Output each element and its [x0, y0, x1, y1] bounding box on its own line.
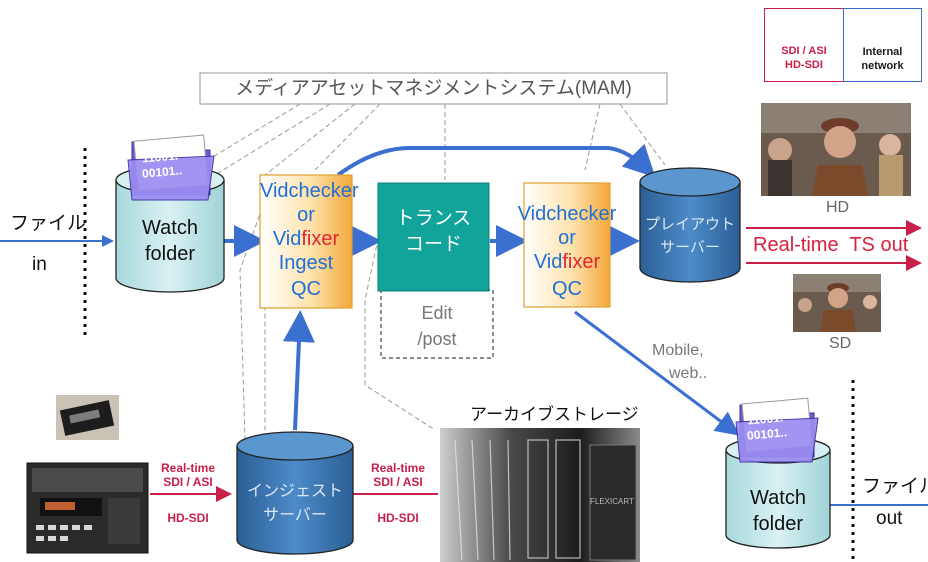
ingest-qc-vid1: Vid — [260, 180, 289, 202]
folder-in-text2: 00101.. — [141, 163, 183, 181]
legend-sdi-line1: SDI / ASI — [781, 45, 827, 57]
transcode-line2: コード — [404, 234, 462, 255]
tape-cassette-photo — [56, 395, 119, 440]
transcode-line1: トランス — [395, 208, 472, 229]
watch-folder-in-line2: folder — [144, 243, 196, 265]
legend: SDI / ASI HD-SDI Internal network — [764, 8, 922, 82]
legend-sdi-line2: HD-SDI — [785, 59, 823, 71]
input-label-line2: in — [32, 254, 47, 275]
ingest-qc-checker: checker — [288, 180, 359, 202]
output-label-line1: ファイル — [862, 476, 928, 497]
legend-network-line2: network — [861, 60, 904, 72]
edit-line2: /post — [417, 329, 457, 349]
edit-post-box — [380, 289, 494, 359]
output-qc-fixer: fixer — [562, 251, 601, 273]
output-qc-line3: Vidfixer — [524, 252, 610, 272]
archive-sign: FLEXICART — [590, 497, 634, 506]
watch-folder-in — [115, 134, 225, 293]
hd-photo — [761, 103, 911, 196]
ingest-qc-line2: or — [297, 204, 315, 226]
ingest-server-line2: サーバー — [263, 507, 327, 524]
hd-label: HD — [826, 199, 850, 216]
link-right-line3: HD-SDI — [377, 511, 419, 525]
output-qc-vid2: Vid — [533, 251, 563, 273]
output-qc-box — [523, 182, 611, 308]
folder-in-text1: 11001. — [141, 148, 179, 166]
output-qc-line1: Vidchecker — [512, 204, 622, 224]
ingest-server-line1: インジェスト — [246, 483, 343, 500]
legend-sdi: SDI / ASI HD-SDI — [765, 9, 843, 81]
ts-out-label: Real-time TS out — [753, 234, 909, 256]
link-right-line2: SDI / ASI — [373, 475, 423, 489]
watch-folder-out-line2: folder — [752, 513, 804, 535]
input-label-line1: ファイル — [10, 213, 87, 234]
legend-network: Internal network — [843, 8, 922, 82]
mam-label: メディアアセットマネジメントシステム(MAM) — [235, 78, 632, 99]
legend-network-line1: Internal — [862, 46, 903, 58]
playout-server — [639, 167, 741, 283]
link-right-line1: Real-time — [370, 461, 426, 475]
ingest-qc-line5: QC — [291, 278, 321, 300]
link-left-line3: HD-SDI — [167, 511, 209, 525]
output-qc-vid1: Vid — [517, 203, 547, 225]
ingest-qc-box — [259, 174, 353, 309]
mobile-web-line2: web.. — [669, 365, 708, 382]
vtr-deck-photo — [26, 462, 149, 554]
ingest-qc-vid2: Vid — [272, 228, 302, 250]
mobile-web-line1: Mobile, — [652, 342, 704, 359]
ingest-server — [236, 431, 354, 555]
output-qc-line2: or — [558, 227, 576, 249]
link-left-line2: SDI / ASI — [163, 475, 213, 489]
ingest-qc-line4: Ingest — [278, 252, 334, 274]
ingest-qc-line3: Vidfixer — [260, 229, 352, 249]
watch-folder-out — [725, 397, 831, 549]
watch-folder-out-line1: Watch — [750, 487, 806, 509]
archive-storage-photo — [440, 428, 640, 562]
watch-folder-in-line1: Watch — [142, 217, 198, 239]
link-left-line1: Real-time — [160, 461, 216, 475]
network-flows — [0, 143, 928, 506]
mam-bar — [199, 72, 668, 105]
flow-bypass-to-playout — [336, 143, 656, 178]
sd-photo — [793, 274, 881, 332]
output-qc-checker: checker — [546, 203, 617, 225]
ingest-qc-fixer: fixer — [301, 228, 340, 250]
playout-line1: プレイアウト — [644, 216, 735, 233]
folder-icon — [735, 397, 819, 463]
ingest-qc-line1: Vidchecker — [260, 180, 359, 202]
playout-line2: サーバー — [660, 239, 720, 256]
archive-label: アーカイブストレージ — [470, 405, 639, 424]
flow-outqc-to-watchout — [574, 310, 740, 436]
folder-out-text2: 00101.. — [746, 425, 788, 443]
sd-label: SD — [829, 335, 852, 352]
transcode-box — [377, 182, 490, 292]
output-qc-line4: QC — [552, 278, 582, 300]
folder-out-text1: 11001. — [746, 410, 784, 428]
edit-line1: Edit — [421, 303, 453, 323]
output-label-line2: out — [876, 508, 903, 529]
folder-icon — [127, 134, 215, 201]
flow-ingestserver-to-ingestqc — [282, 310, 315, 431]
sdi-flows — [150, 220, 922, 502]
